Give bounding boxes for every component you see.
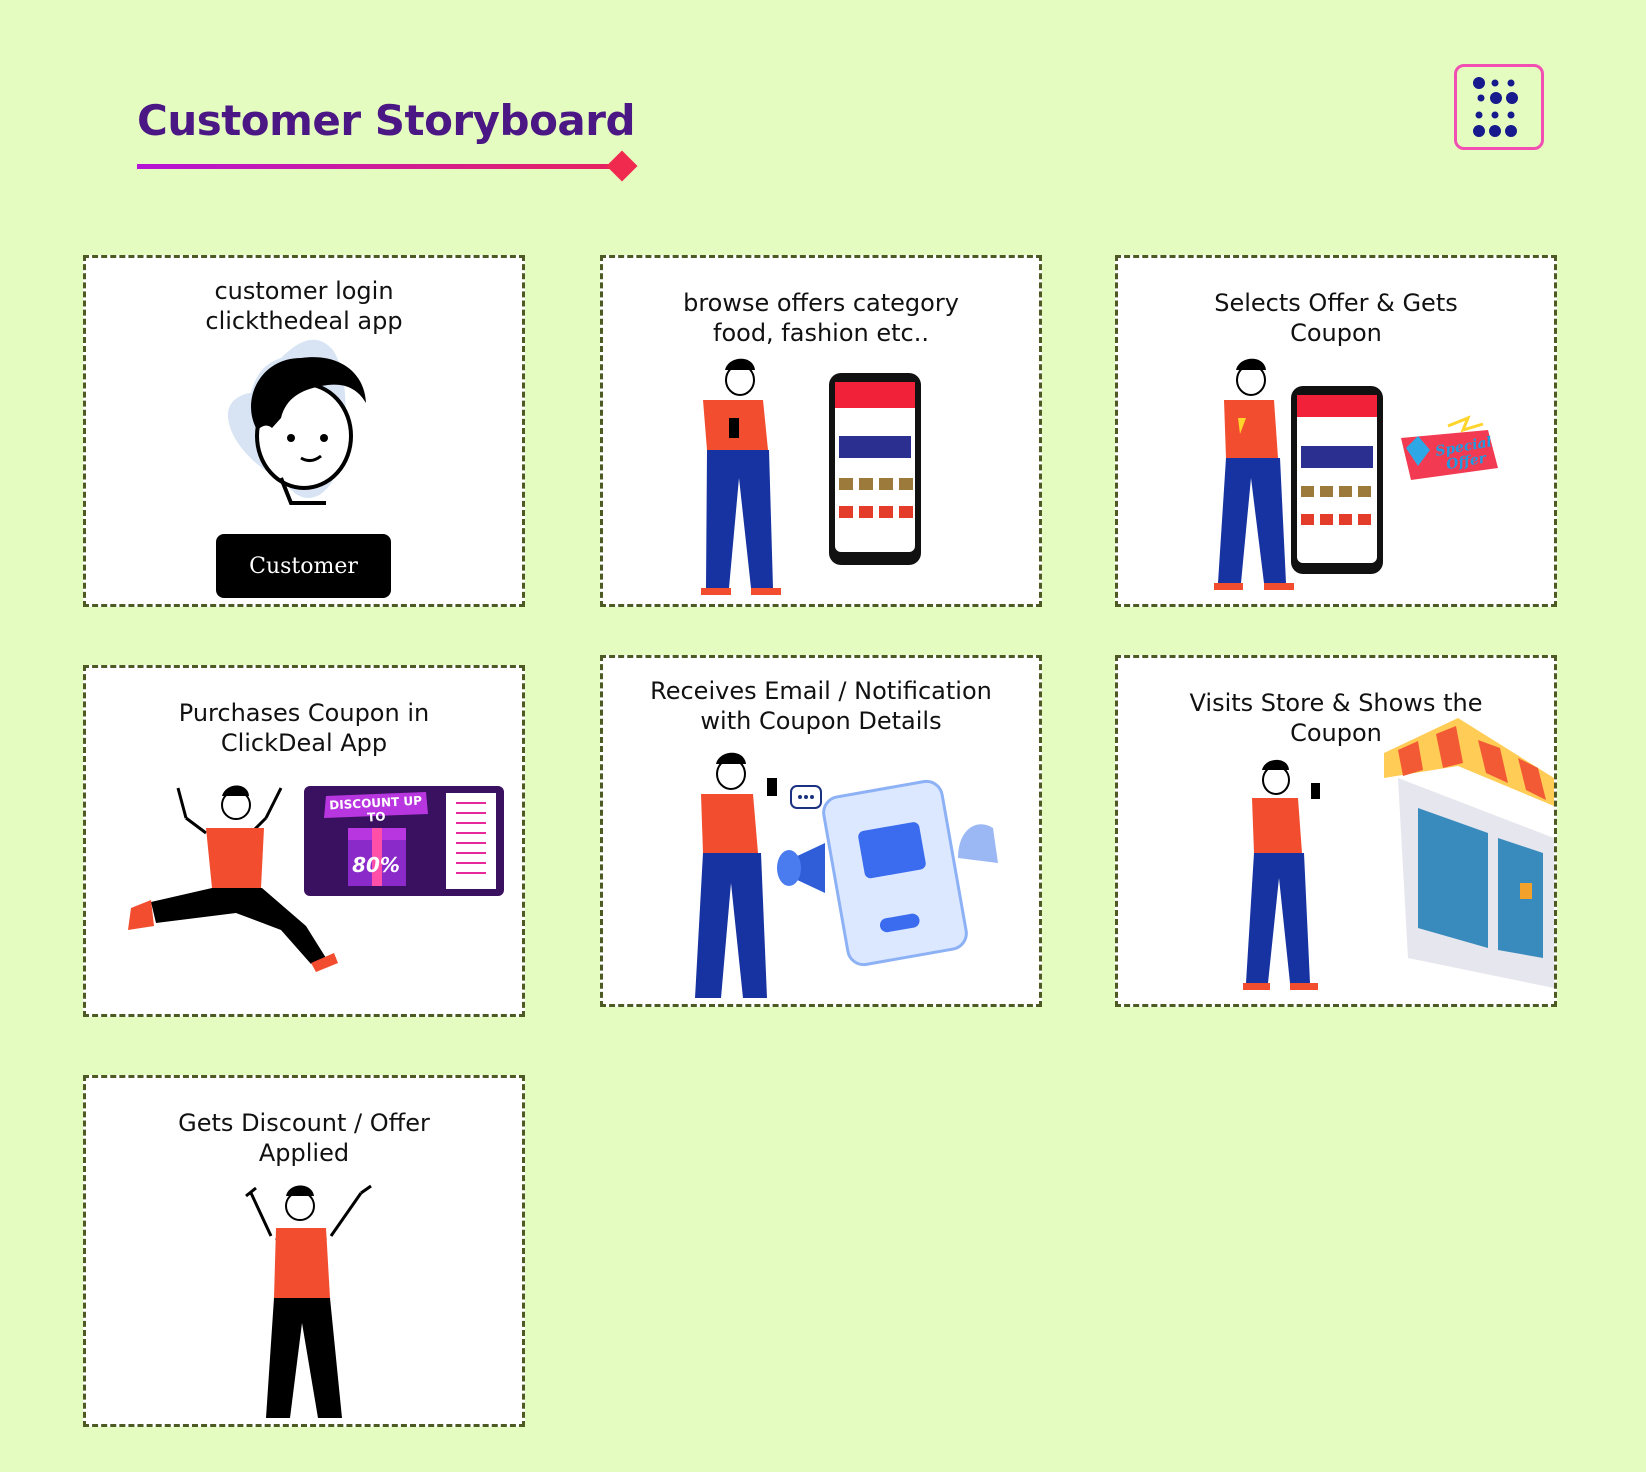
person-with-phone-offer-icon bbox=[1214, 358, 1498, 590]
person-with-phone-app-icon bbox=[701, 358, 921, 595]
customer-avatar-icon bbox=[227, 339, 366, 505]
card-title: Selects Offer & Gets Coupon bbox=[1214, 289, 1458, 347]
card-title: Visits Store & Shows the Coupon bbox=[1189, 689, 1483, 747]
card-title: Receives Email / Notification with Coupo… bbox=[650, 677, 992, 735]
jumping-person-coupon-icon bbox=[128, 785, 504, 972]
card-title: Purchases Coupon in ClickDeal App bbox=[178, 699, 430, 757]
brand-logo-icon bbox=[1454, 64, 1544, 150]
card-title: browse offers category food, fashion etc… bbox=[683, 289, 959, 347]
storyboard-card-customer-login: customer login clickthedeal app Customer bbox=[83, 255, 525, 607]
title-diamond-icon bbox=[606, 150, 638, 182]
storyboard-card-purchases-coupon: Purchases Coupon in ClickDeal App DISCOU… bbox=[83, 665, 525, 1017]
notification-email-icon bbox=[695, 752, 998, 998]
store-front-icon bbox=[1243, 718, 1554, 990]
page-title: Customer Storyboard bbox=[137, 96, 636, 145]
card-title: Gets Discount / Offer Applied bbox=[178, 1109, 430, 1167]
customer-button[interactable]: Customer bbox=[216, 534, 391, 598]
coupon-text: DISCOUNT UP TO bbox=[328, 793, 423, 825]
storyboard-card-visits-store: Visits Store & Shows the Coupon bbox=[1115, 655, 1557, 1007]
storyboard-card-receives-notification: Receives Email / Notification with Coupo… bbox=[600, 655, 1042, 1007]
storyboard-card-selects-offer: Selects Offer & Gets Coupon Special Offe… bbox=[1115, 255, 1557, 607]
title-underline bbox=[137, 164, 625, 169]
storyboard-card-browse-offers: browse offers category food, fashion etc… bbox=[600, 255, 1042, 607]
card-title: customer login clickthedeal app bbox=[205, 277, 403, 335]
celebrating-person-icon bbox=[245, 1184, 372, 1418]
storyboard-card-gets-discount: Gets Discount / Offer Applied bbox=[83, 1075, 525, 1427]
coupon-value: 80% bbox=[352, 853, 400, 877]
